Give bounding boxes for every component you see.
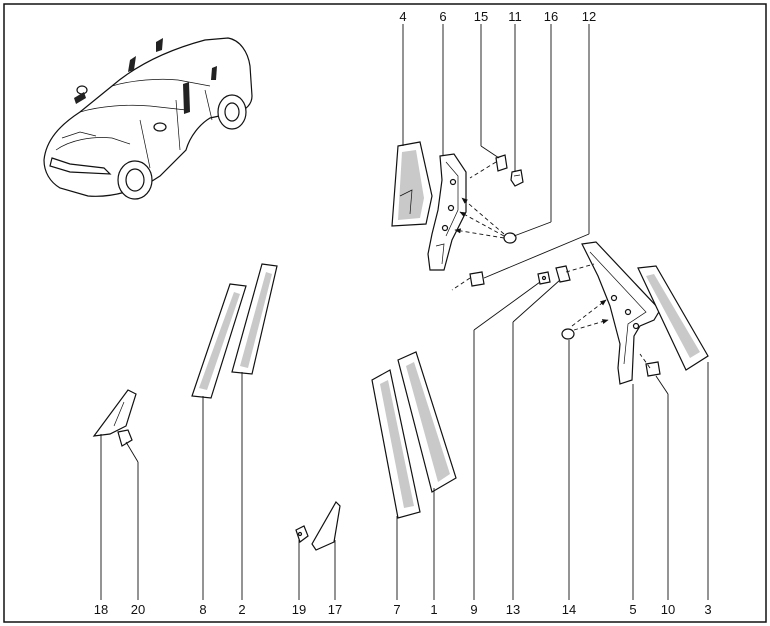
part-13 [555, 265, 571, 283]
label-12: 12 [582, 9, 596, 24]
part-17 [311, 501, 341, 551]
car-illustration [43, 37, 253, 200]
label-7: 7 [393, 602, 400, 617]
label-3: 3 [704, 602, 711, 617]
part-12 [469, 271, 485, 287]
label-9: 9 [470, 602, 477, 617]
label-10: 10 [661, 602, 675, 617]
label-16: 16 [544, 9, 558, 24]
diagram-frame [3, 3, 767, 623]
label-6: 6 [439, 9, 446, 24]
part-4 [391, 141, 433, 227]
label-19: 19 [292, 602, 306, 617]
label-18: 18 [94, 602, 108, 617]
callout-labels: 4 6 15 11 16 12 18 20 8 2 19 17 7 1 9 13… [94, 9, 712, 617]
part-14 [561, 328, 575, 340]
label-17: 17 [328, 602, 342, 617]
part-19 [295, 525, 309, 543]
part-7 [371, 369, 421, 519]
label-14: 14 [562, 602, 576, 617]
part-3 [637, 265, 709, 371]
part-20 [117, 429, 133, 447]
part-8 [191, 283, 247, 399]
label-4: 4 [399, 9, 406, 24]
label-20: 20 [131, 602, 145, 617]
part-18 [92, 389, 137, 437]
label-11: 11 [508, 9, 522, 24]
label-2: 2 [238, 602, 245, 617]
part-11 [510, 169, 524, 187]
label-1: 1 [430, 602, 437, 617]
leader-lines [100, 24, 709, 600]
part-1 [397, 351, 457, 493]
label-5: 5 [629, 602, 636, 617]
part-9 [537, 271, 551, 285]
part-15 [495, 154, 508, 172]
part-16 [503, 232, 517, 244]
part-6 [427, 153, 467, 271]
label-15: 15 [474, 9, 488, 24]
label-8: 8 [199, 602, 206, 617]
part-5 [581, 241, 661, 385]
part-10 [645, 361, 661, 377]
label-13: 13 [506, 602, 520, 617]
part-2 [231, 263, 278, 375]
